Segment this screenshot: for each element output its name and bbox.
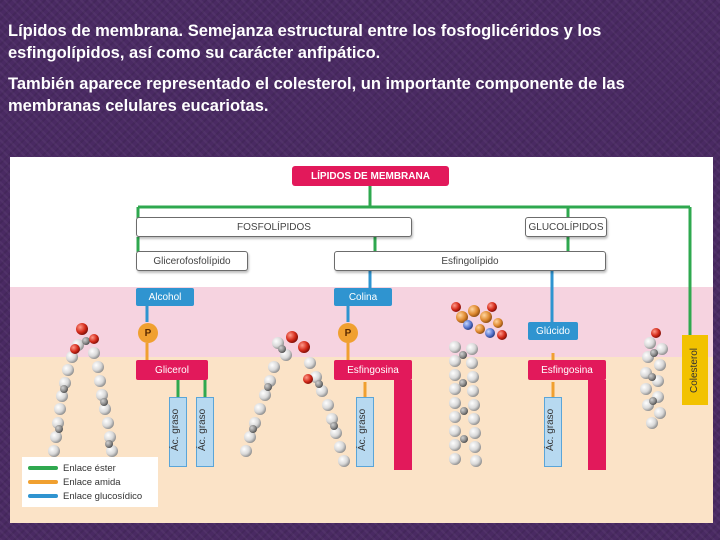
legend-label-amida: Enlace amida (63, 476, 121, 488)
node-esfingolipido: Esfingolípido (334, 251, 606, 271)
node-fosfolipidos: FOSFOLÍPIDOS (136, 217, 412, 237)
head-colina: Colina (334, 288, 392, 306)
legend-glucosidico: Enlace glucosídico (28, 489, 152, 503)
phosphate-group-2: P (338, 323, 358, 343)
esfingosina-chain-2 (588, 380, 606, 470)
node-glicerofosfolipido: Glicerofosfolípido (136, 251, 248, 271)
cholesterol-box: Colesterol (682, 335, 708, 405)
backbone-glicerol: Glicerol (136, 360, 208, 380)
node-glucolipidos: GLUCOLÍPIDOS (525, 217, 607, 237)
caption-line-1: Lípidos de membrana. Semejanza estructur… (8, 22, 602, 62)
legend-ester: Enlace éster (28, 461, 152, 475)
backbone-esfingosina-2: Esfingosina (528, 360, 606, 380)
molecule-cholesterol (640, 328, 668, 429)
molecule-sphingomyelin (240, 331, 350, 467)
legend-label-glucosidico: Enlace glucosídico (63, 490, 143, 502)
molecule-glycerophospholipid (48, 323, 120, 469)
caption-line-2: También aparece representado el colester… (8, 75, 625, 115)
fatty-acid-bar-4 (544, 397, 562, 467)
lipid-diagram: LÍPIDOS DE MEMBRANA FOSFOLÍPIDOS GLUCOLÍ… (10, 157, 713, 523)
fatty-acid-bar-3 (356, 397, 374, 467)
fatty-acid-bar-1 (169, 397, 187, 467)
root-lipidos-membrana: LÍPIDOS DE MEMBRANA (292, 166, 449, 186)
head-alcohol: Alcohol (136, 288, 194, 306)
legend-label-ester: Enlace éster (63, 462, 116, 474)
esfingosina-chain-1 (394, 380, 412, 470)
backbone-esfingosina-1: Esfingosina (334, 360, 412, 380)
fatty-acid-bar-2 (196, 397, 214, 467)
molecule-glycolipid (449, 302, 507, 467)
legend-swatch-ester (28, 466, 58, 470)
legend-swatch-amida (28, 480, 58, 484)
tree-connectors (136, 185, 692, 397)
molecule-models (48, 302, 668, 469)
bond-legend: Enlace éster Enlace amida Enlace glucosí… (22, 457, 158, 507)
legend-swatch-glucosidico (28, 494, 58, 498)
legend-amida: Enlace amida (28, 475, 152, 489)
phosphate-group-1: P (138, 323, 158, 343)
head-glucido: Glúcido (528, 322, 578, 340)
